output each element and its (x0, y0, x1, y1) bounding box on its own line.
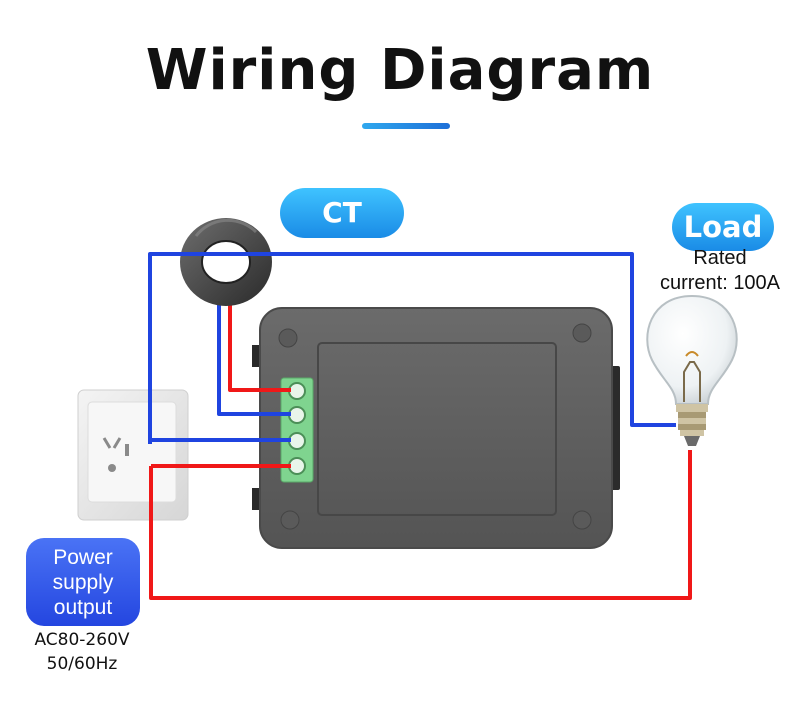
wire-ct-blue (217, 300, 291, 416)
frequency-range: 50/60Hz (46, 654, 118, 674)
wall-socket (77, 389, 189, 521)
rated-line-2: current: 100A (659, 272, 781, 294)
voltage-spec: AC80-260V 50/60Hz (20, 628, 144, 676)
title-underline (362, 123, 450, 129)
light-bulb (646, 294, 738, 446)
ct-label: CT (280, 188, 404, 238)
voltage-range: AC80-260V (34, 630, 130, 650)
rated-line-1: Rated (693, 247, 747, 269)
load-label: Load (672, 203, 774, 251)
power-line-2: supply (52, 570, 114, 594)
ct-ring (180, 218, 272, 306)
rated-current-text: Rated current: 100A (640, 246, 800, 296)
power-supply-label: Power supply output (26, 538, 140, 626)
power-line-1: Power (53, 545, 113, 569)
meter-device (252, 307, 620, 549)
wire-red-return (149, 450, 692, 600)
power-line-3: output (53, 595, 113, 619)
wires (148, 252, 692, 600)
wire-blue-main (148, 252, 676, 444)
terminal-block (280, 377, 314, 483)
page-title: Wiring Diagram (145, 38, 655, 103)
wire-ct-red (228, 300, 291, 392)
